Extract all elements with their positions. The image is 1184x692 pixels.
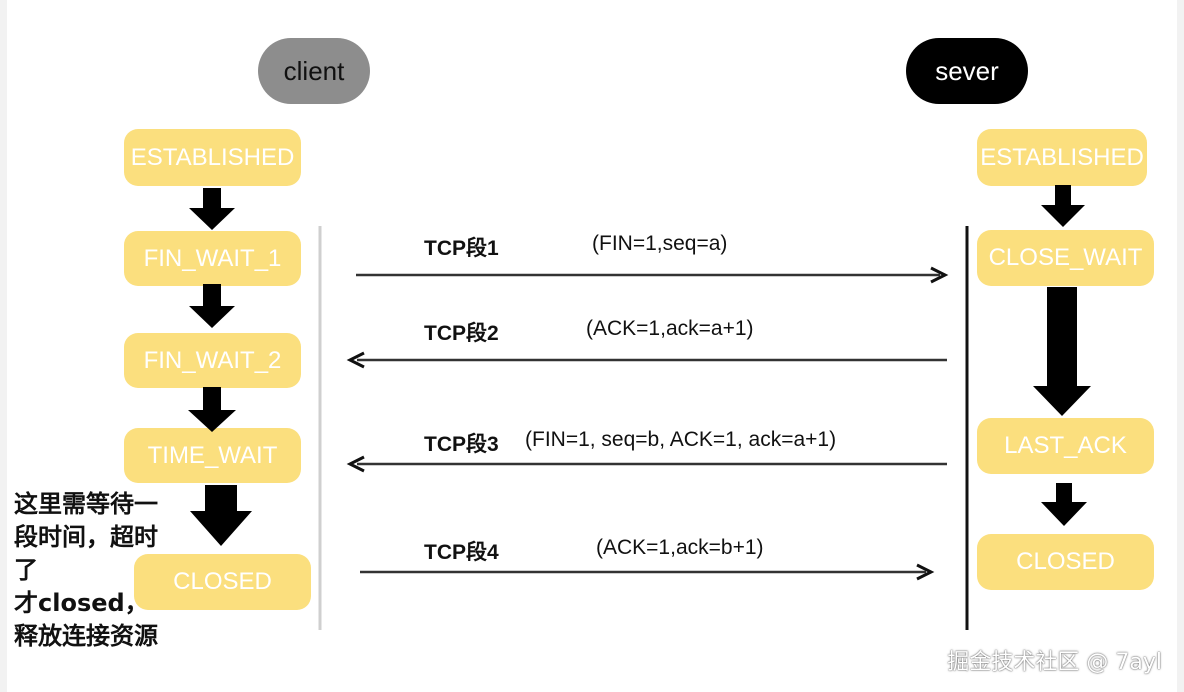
segment-1-fields: (FIN=1,seq=a) bbox=[592, 232, 728, 255]
client-state-time-wait: TIME_WAIT bbox=[124, 428, 301, 483]
server-down-arrow-1 bbox=[1041, 185, 1085, 227]
client-state-established: ESTABLISHED bbox=[124, 129, 301, 186]
segment-3-fields: (FIN=1, seq=b, ACK=1, ack=a+1) bbox=[525, 428, 837, 451]
client-state-label: FIN_WAIT_1 bbox=[143, 244, 282, 272]
client-label: client bbox=[283, 55, 345, 86]
client-pill: client bbox=[258, 38, 370, 104]
server-state-last-ack: LAST_ACK bbox=[977, 418, 1154, 474]
server-state-established: ESTABLISHED bbox=[977, 129, 1147, 186]
left-edge-strip bbox=[0, 0, 7, 692]
segment-3-arrowhead bbox=[346, 455, 365, 473]
client-state-label: TIME_WAIT bbox=[147, 441, 278, 469]
server-state-label: LAST_ACK bbox=[1004, 432, 1127, 459]
server-state-label: ESTABLISHED bbox=[980, 143, 1144, 171]
segment-4-arrowhead bbox=[916, 563, 935, 581]
segment-4-name: TCP段4 bbox=[424, 541, 499, 564]
server-pill: sever bbox=[906, 38, 1028, 104]
right-edge-strip bbox=[1177, 0, 1184, 692]
client-state-label: FIN_WAIT_2 bbox=[143, 346, 282, 374]
segment-2-fields: (ACK=1,ack=a+1) bbox=[586, 317, 754, 340]
time-wait-note: 这里需等待一 段时间，超时 了 才closed， 释放连接资源 bbox=[14, 490, 158, 650]
client-down-arrow-1 bbox=[189, 188, 235, 230]
client-state-fin-wait-2: FIN_WAIT_2 bbox=[124, 333, 301, 388]
client-state-closed: CLOSED bbox=[134, 554, 311, 610]
server-state-label: CLOSED bbox=[1016, 548, 1115, 575]
server-label: sever bbox=[935, 55, 999, 86]
segment-4-fields: (ACK=1,ack=b+1) bbox=[596, 536, 764, 559]
segment-1-arrowhead bbox=[930, 266, 949, 284]
segment-3-name: TCP段3 bbox=[424, 433, 499, 456]
server-state-label: CLOSE_WAIT bbox=[988, 244, 1143, 271]
segment-2-name: TCP段2 bbox=[424, 322, 499, 345]
client-down-arrow-4 bbox=[190, 485, 252, 546]
watermark: 掘金技术社区 @ 7ayl bbox=[947, 650, 1162, 675]
client-down-arrow-2 bbox=[189, 284, 235, 328]
client-state-label: CLOSED bbox=[173, 568, 272, 595]
server-state-closed: CLOSED bbox=[977, 534, 1154, 590]
segment-2-arrowhead bbox=[346, 351, 365, 369]
client-state-label: ESTABLISHED bbox=[130, 143, 295, 171]
client-down-arrow-3 bbox=[188, 387, 236, 432]
segment-1-name: TCP段1 bbox=[424, 237, 499, 260]
server-state-close-wait: CLOSE_WAIT bbox=[977, 230, 1154, 286]
client-state-fin-wait-1: FIN_WAIT_1 bbox=[124, 231, 301, 286]
server-down-arrow-3 bbox=[1041, 483, 1087, 526]
server-down-arrow-2 bbox=[1033, 287, 1091, 416]
